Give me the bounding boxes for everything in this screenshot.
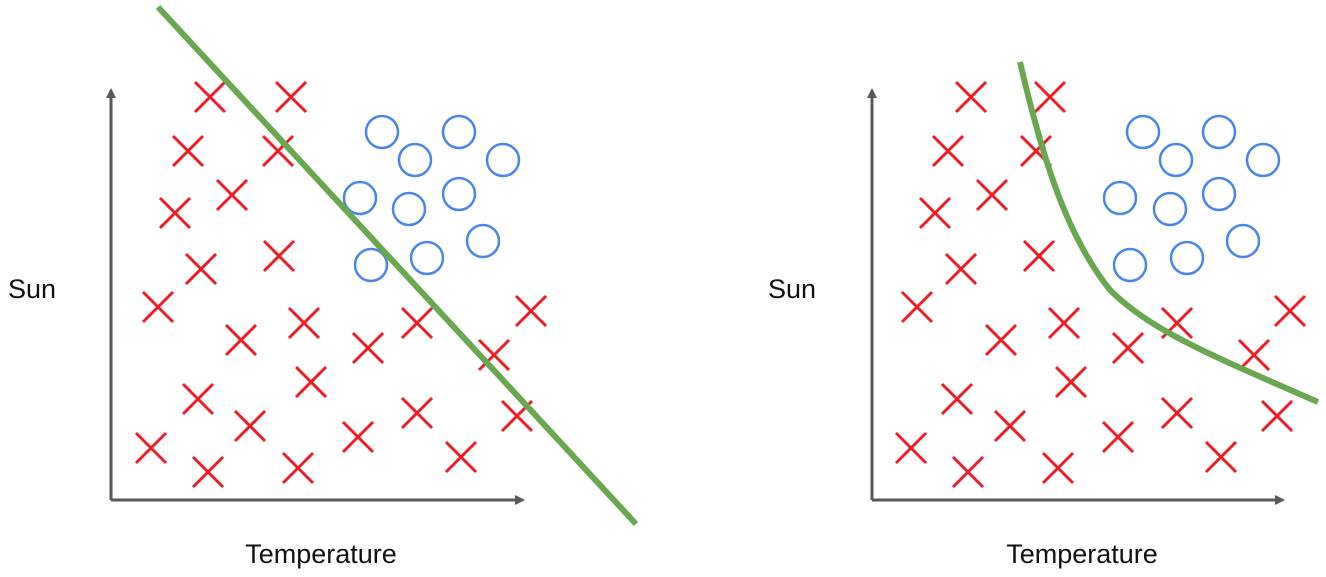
- cross-point: [281, 451, 315, 485]
- circle-point: [409, 240, 445, 276]
- circle-point: [1169, 240, 1205, 276]
- cross-point: [400, 306, 434, 340]
- cross-point: [1111, 331, 1145, 365]
- cross-point: [141, 290, 175, 324]
- cross-point: [1260, 399, 1294, 433]
- circle-point: [485, 142, 521, 178]
- cross-point: [193, 80, 227, 114]
- cross-point: [975, 178, 1009, 212]
- cross-point: [181, 382, 215, 416]
- cross-point: [954, 80, 988, 114]
- cross-point: [514, 294, 548, 328]
- circle-point: [1245, 142, 1281, 178]
- decision-boundary-curved: [1017, 61, 1320, 405]
- cross-point: [158, 196, 192, 230]
- panel-curved: Sun Temperature: [768, 61, 1320, 569]
- cross-point: [1047, 306, 1081, 340]
- circle-point: [342, 180, 378, 216]
- y-axis-label: Sun: [768, 274, 816, 304]
- cross-point: [918, 196, 952, 230]
- axes: [106, 88, 525, 505]
- cross-point: [1033, 80, 1067, 114]
- cross-point: [400, 396, 434, 430]
- cross-point: [287, 306, 321, 340]
- cross-point: [294, 365, 328, 399]
- cross-point: [931, 134, 965, 168]
- cross-point: [134, 431, 168, 465]
- circle-point: [1112, 247, 1148, 283]
- cross-point: [215, 178, 249, 212]
- cross-point: [951, 455, 985, 489]
- circle-point: [1225, 223, 1261, 259]
- cross-point: [900, 290, 934, 324]
- cross-point: [1160, 396, 1194, 430]
- cross-point: [184, 252, 218, 286]
- circle-point: [1125, 114, 1161, 150]
- circle-point: [441, 114, 477, 150]
- y-axis-label: Sun: [8, 274, 56, 304]
- circle-point: [1158, 142, 1194, 178]
- cross-point: [1041, 451, 1075, 485]
- cross-point: [1022, 239, 1056, 273]
- cross-point: [444, 440, 478, 474]
- cross-point: [944, 252, 978, 286]
- circle-point: [353, 247, 389, 283]
- cross-point: [984, 323, 1018, 357]
- cross-point: [1054, 365, 1088, 399]
- cross-point: [341, 420, 375, 454]
- axes: [867, 88, 1285, 505]
- cross-point: [274, 80, 308, 114]
- cross-point: [1237, 338, 1271, 372]
- cross-point: [171, 134, 205, 168]
- cross-point: [233, 409, 267, 443]
- cross-point: [894, 431, 928, 465]
- cross-point: [993, 409, 1027, 443]
- data-points: [894, 80, 1307, 489]
- circle-point: [1201, 176, 1237, 212]
- cross-point: [1101, 420, 1135, 454]
- cross-point: [262, 239, 296, 273]
- data-points: [134, 80, 548, 489]
- circle-point: [441, 176, 477, 212]
- circle-point: [364, 114, 400, 150]
- decision-boundary-linear: [155, 4, 639, 527]
- cross-point: [261, 134, 295, 168]
- cross-point: [224, 323, 258, 357]
- circle-point: [465, 223, 501, 259]
- cross-point: [1204, 440, 1238, 474]
- circle-point: [1102, 180, 1138, 216]
- cross-point: [477, 338, 511, 372]
- circle-point: [1201, 114, 1237, 150]
- cross-point: [191, 455, 225, 489]
- panel-linear: Sun Temperature: [8, 4, 639, 569]
- circle-point: [391, 191, 427, 227]
- cross-point: [940, 382, 974, 416]
- x-axis-label: Temperature: [245, 539, 397, 569]
- cross-point: [1273, 294, 1307, 328]
- circle-point: [1152, 191, 1188, 227]
- circle-point: [397, 142, 433, 178]
- x-axis-label: Temperature: [1006, 539, 1158, 569]
- cross-point: [351, 331, 385, 365]
